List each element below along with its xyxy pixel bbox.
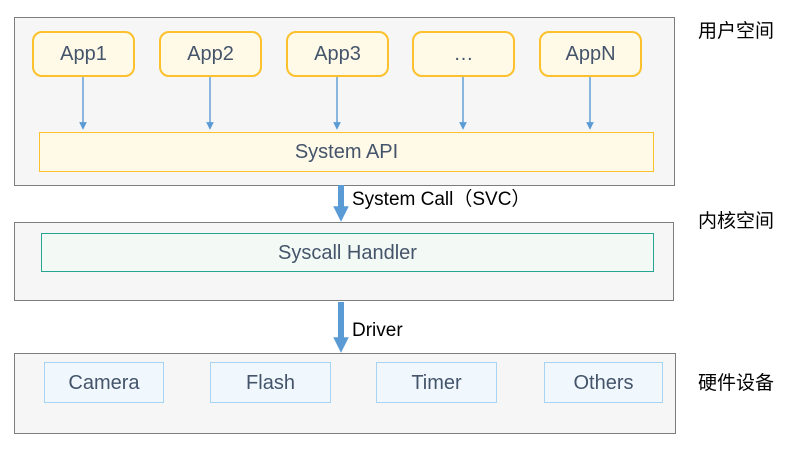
device-box-flash: Flash [210, 362, 331, 403]
hardware-label: 硬件设备 [698, 373, 775, 394]
app-box-appn: AppN [539, 31, 642, 77]
syscall-handler-box: Syscall Handler [41, 233, 654, 272]
device-box-camera: Camera [44, 362, 164, 403]
system-call-label: System Call（SVC） [352, 189, 531, 210]
kernel-space-label: 内核空间 [698, 211, 775, 232]
user-space-layer: App1 App2 App3 … AppN System API [14, 17, 675, 186]
app-box-app2: App2 [159, 31, 262, 77]
system-api-bar: System API [39, 132, 654, 172]
app-box-ellipsis: … [412, 31, 515, 77]
user-space-label: 用户空间 [698, 21, 775, 42]
app-box-app1: App1 [32, 31, 135, 77]
device-box-timer: Timer [376, 362, 497, 403]
device-box-others: Others [544, 362, 663, 403]
app-box-app3: App3 [286, 31, 389, 77]
hardware-layer: Camera Flash Timer Others [14, 353, 676, 434]
kernel-space-layer: Syscall Handler [14, 222, 674, 301]
driver-label: Driver [352, 320, 403, 341]
